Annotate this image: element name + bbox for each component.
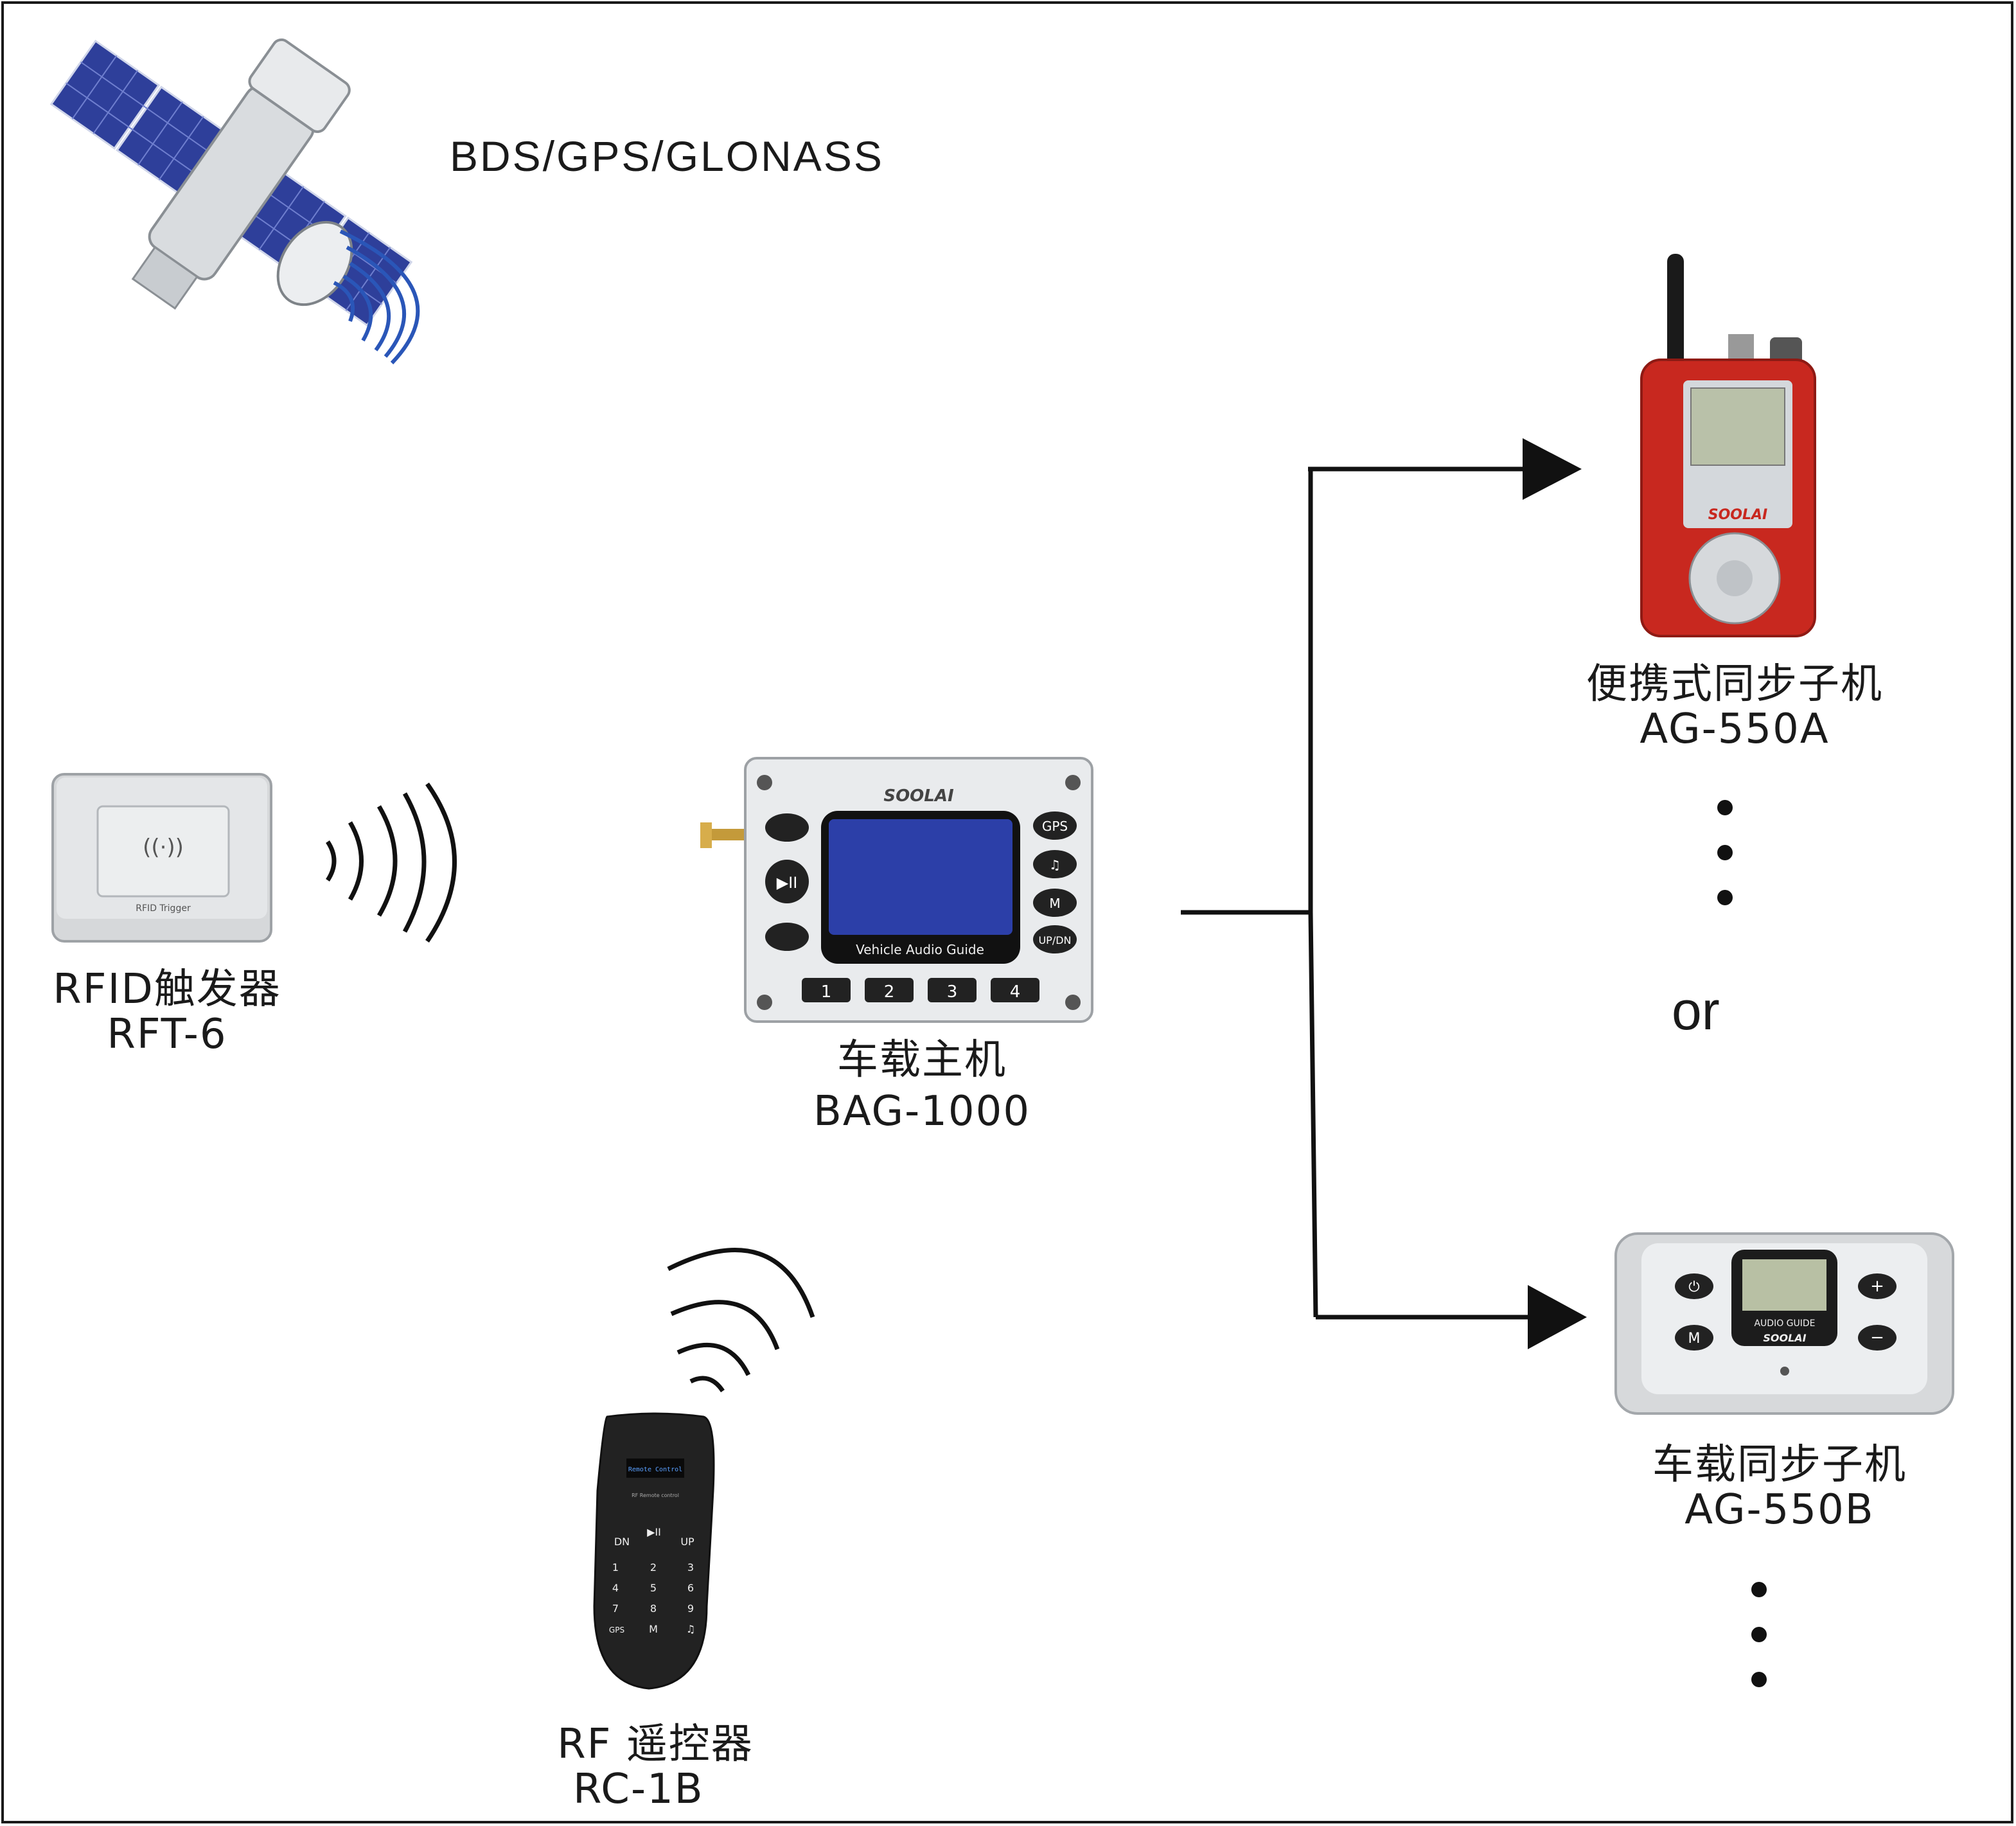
rfid-trigger-device: ((·)) RFID Trigger xyxy=(51,773,272,943)
host-label: 车载主机 BAG-1000 xyxy=(787,1038,1057,1135)
remote-model: RC-1B xyxy=(573,1766,704,1814)
rfid-label: RFID触发器 RFT-6 xyxy=(32,967,302,1058)
svg-text:4: 4 xyxy=(612,1582,619,1594)
svg-text:GPS: GPS xyxy=(609,1626,624,1635)
rfid-signal-waves xyxy=(326,782,457,943)
svg-text:UP: UP xyxy=(680,1536,694,1548)
portable-receiver-device: SOOLAI xyxy=(1640,254,1816,637)
satellite-icon xyxy=(49,38,420,365)
connector-lines xyxy=(1181,466,1539,1320)
svg-text:RFID Trigger: RFID Trigger xyxy=(136,903,191,914)
satellite-systems-label: BDS/GPS/GLONASS xyxy=(450,132,884,180)
remote-control-device: Remote Control RF Remote control DN ▶II UP… xyxy=(593,1412,715,1690)
svg-text:Remote Control: Remote Control xyxy=(628,1466,682,1473)
vehicle-sub-model: AG-550B xyxy=(1684,1486,1875,1534)
remote-label: RF 遥控器 RC-1B xyxy=(527,1722,784,1813)
svg-text:((·)): ((·)) xyxy=(143,835,184,860)
svg-text:Vehicle Audio Guide: Vehicle Audio Guide xyxy=(856,942,984,957)
svg-text:2: 2 xyxy=(884,982,895,1002)
svg-text:SOOLAI: SOOLAI xyxy=(883,786,954,806)
vehicle-sub-label: 车载同步子机 AG-550B xyxy=(1619,1442,1940,1533)
svg-text:+: + xyxy=(1870,1277,1884,1296)
svg-text:SOOLAI: SOOLAI xyxy=(1708,507,1767,523)
svg-text:3: 3 xyxy=(687,1561,694,1573)
svg-text:▶II: ▶II xyxy=(777,874,798,892)
svg-text:1: 1 xyxy=(612,1561,619,1573)
host-model: BAG-1000 xyxy=(813,1088,1031,1136)
svg-text:UP/DN: UP/DN xyxy=(1038,934,1071,946)
arrow-head-top xyxy=(1523,438,1582,500)
portable-name: 便携式同步子机 xyxy=(1586,660,1883,708)
svg-text:▶II: ▶II xyxy=(647,1526,661,1538)
vehicle-receiver-device: AUDIO GUIDE SOOLAI ⏻ M + − xyxy=(1614,1232,1954,1415)
svg-text:RF Remote control: RF Remote control xyxy=(632,1493,679,1498)
svg-text:⏻: ⏻ xyxy=(1688,1279,1699,1295)
remote-name: RF 遥控器 xyxy=(557,1721,754,1768)
svg-text:SOOLAI: SOOLAI xyxy=(1763,1332,1806,1344)
ellipsis-dots-bottom xyxy=(1746,1582,1772,1717)
svg-text:8: 8 xyxy=(650,1602,657,1615)
svg-text:−: − xyxy=(1870,1328,1884,1347)
remote-signal-waves xyxy=(667,1248,815,1393)
or-text: or xyxy=(1672,980,1720,1041)
svg-text:DN: DN xyxy=(614,1536,630,1548)
vehicle-sub-name: 车载同步子机 xyxy=(1652,1441,1907,1489)
svg-text:5: 5 xyxy=(650,1582,657,1594)
svg-text:♫: ♫ xyxy=(1049,857,1061,873)
portable-label: 便携式同步子机 AG-550A xyxy=(1568,662,1902,752)
host-name: 车载主机 xyxy=(837,1036,1007,1084)
svg-text:1: 1 xyxy=(821,982,832,1002)
svg-text:7: 7 xyxy=(612,1602,619,1615)
svg-text:GPS: GPS xyxy=(1042,819,1068,834)
svg-text:♫: ♫ xyxy=(686,1623,695,1635)
svg-text:M: M xyxy=(649,1623,658,1635)
svg-text:9: 9 xyxy=(687,1602,694,1615)
svg-text:M: M xyxy=(1688,1331,1701,1347)
svg-text:3: 3 xyxy=(947,982,958,1002)
svg-text:2: 2 xyxy=(650,1561,657,1573)
svg-text:M: M xyxy=(1049,896,1060,911)
portable-model: AG-550A xyxy=(1640,705,1830,754)
rfid-name: RFID触发器 xyxy=(53,966,281,1013)
svg-text:4: 4 xyxy=(1010,982,1021,1002)
rfid-model: RFT-6 xyxy=(107,1011,227,1059)
ellipsis-dots-top xyxy=(1712,800,1738,935)
svg-text:AUDIO GUIDE: AUDIO GUIDE xyxy=(1754,1318,1815,1329)
host-unit-device: SOOLAI Vehicle Audio Guide ▶II GPS ♫ M U… xyxy=(700,757,1093,1023)
svg-text:6: 6 xyxy=(687,1582,694,1594)
arrow-head-bottom xyxy=(1528,1285,1587,1349)
